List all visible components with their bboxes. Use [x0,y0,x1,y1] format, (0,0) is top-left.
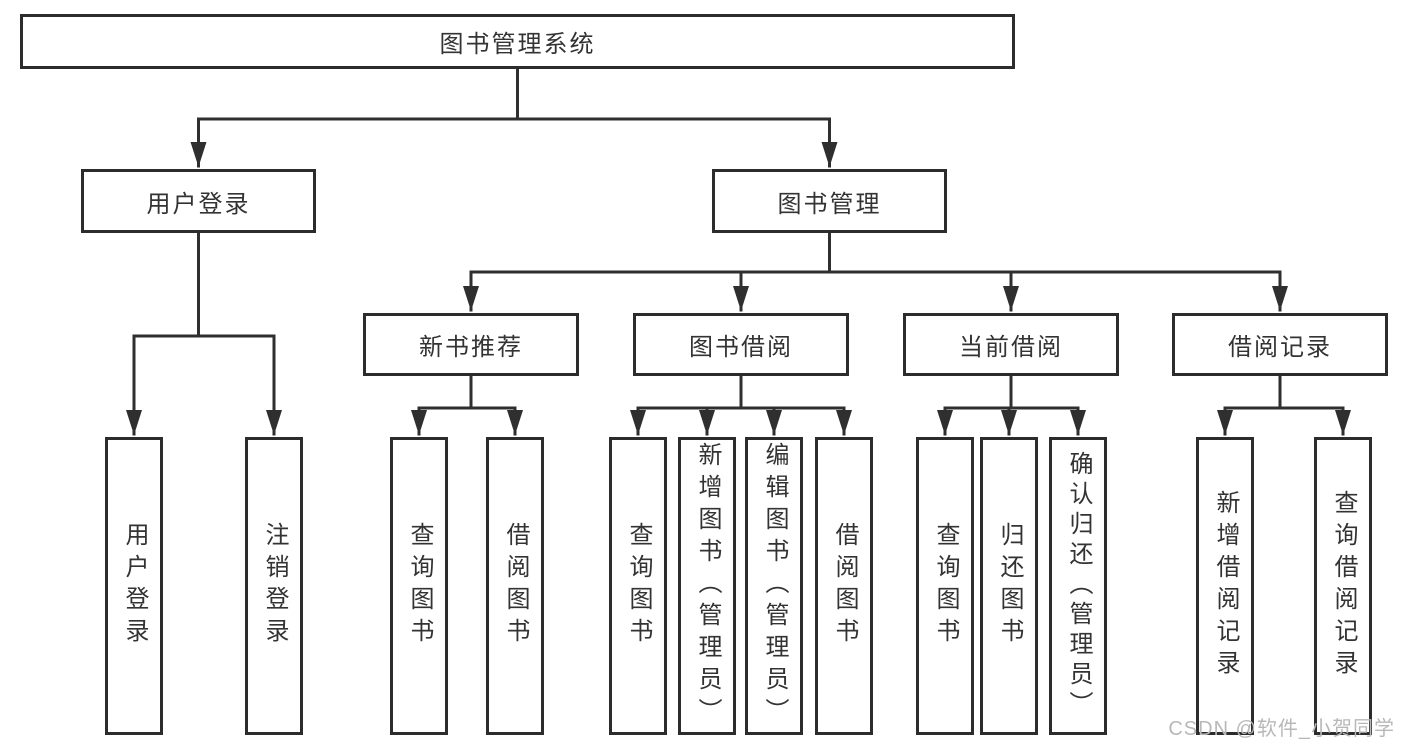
leaf-current-confirm-return-admin-label: 确认归还（管理员） [1065,451,1092,721]
leaf-borrow-edit-books-admin: 编辑图书（管理员） [745,437,803,735]
leaf-records-query-record-label: 查询借阅记录 [1330,490,1357,682]
leaf-borrow-add-books-admin-label: 新增图书（管理员） [694,442,721,730]
node-book-management-label: 图书管理 [777,190,882,218]
leaf-borrow-borrow-books-label: 借阅图书 [831,522,858,650]
leaf-logout: 注销登录 [245,437,303,735]
node-current-borrow: 当前借阅 [903,313,1119,376]
node-book-management: 图书管理 [712,169,947,233]
leaf-current-query-books: 查询图书 [916,437,974,735]
leaf-current-confirm-return-admin: 确认归还（管理员） [1049,437,1107,735]
leaf-newbook-borrow-books: 借阅图书 [486,437,544,735]
leaf-newbook-query-books: 查询图书 [390,437,448,735]
leaf-records-add-record-label: 新增借阅记录 [1212,490,1239,682]
leaf-current-return-books: 归还图书 [980,437,1038,735]
leaf-records-query-record: 查询借阅记录 [1314,437,1372,735]
node-library-system: 图书管理系统 [20,14,1015,69]
leaf-borrow-query-books: 查询图书 [609,437,667,735]
node-new-book-recommend-label: 新书推荐 [419,334,523,361]
leaf-logout-label: 注销登录 [261,522,288,650]
csdn-watermark: CSDN @软件_小贺同学 [1168,718,1395,740]
leaf-records-add-record: 新增借阅记录 [1196,437,1254,735]
node-user-login-label: 用户登录 [146,190,251,218]
node-current-borrow-label: 当前借阅 [959,334,1063,361]
leaf-borrow-edit-books-admin-label: 编辑图书（管理员） [761,442,788,730]
leaf-current-query-books-label: 查询图书 [932,522,959,650]
leaf-borrow-query-books-label: 查询图书 [625,522,652,650]
leaf-user-login-label: 用户登录 [121,522,148,650]
leaf-newbook-query-books-label: 查询图书 [406,522,433,650]
node-new-book-recommend: 新书推荐 [363,313,579,376]
node-library-system-label: 图书管理系统 [439,31,596,58]
leaf-newbook-borrow-books-label: 借阅图书 [502,522,529,650]
leaf-borrow-borrow-books: 借阅图书 [815,437,873,735]
node-borrow-records: 借阅记录 [1172,313,1388,376]
node-book-borrow: 图书借阅 [633,313,849,376]
node-user-login: 用户登录 [81,169,316,233]
leaf-user-login: 用户登录 [105,437,163,735]
leaf-borrow-add-books-admin: 新增图书（管理员） [678,437,736,735]
leaf-current-return-books-label: 归还图书 [996,522,1023,650]
node-borrow-records-label: 借阅记录 [1228,334,1332,361]
node-book-borrow-label: 图书借阅 [689,334,793,361]
